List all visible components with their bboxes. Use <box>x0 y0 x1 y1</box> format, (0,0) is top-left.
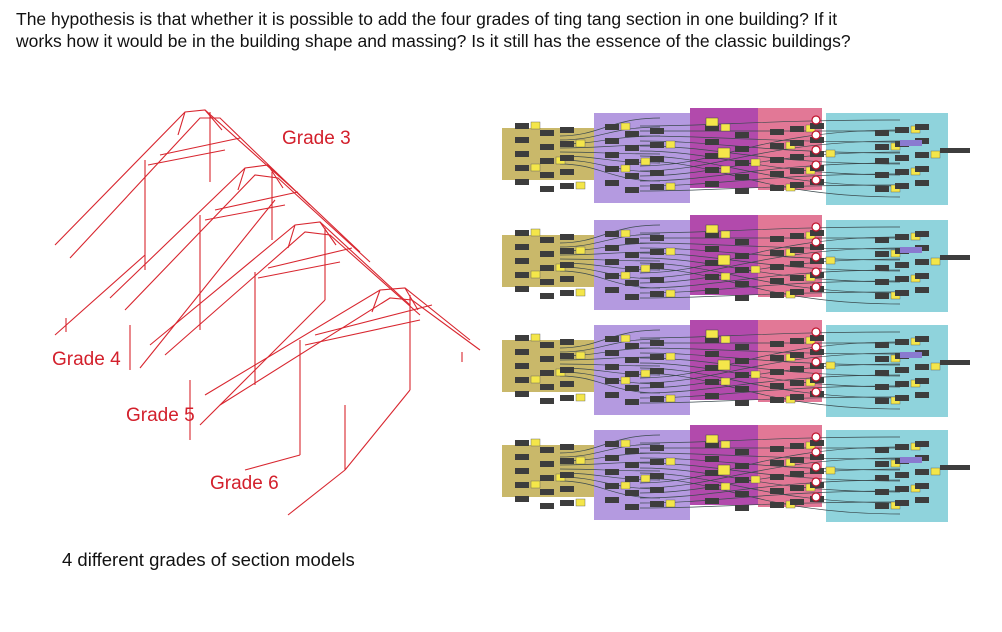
definition-panel-4 <box>502 425 970 522</box>
graph-components <box>515 432 970 511</box>
label-grade-3: Grade 3 <box>282 128 351 149</box>
hypothesis-line-2: works how it would be in the building sh… <box>16 31 851 51</box>
wireframe-grade-3 <box>54 109 311 332</box>
section-models-caption: 4 different grades of section models <box>62 549 355 570</box>
graph-components <box>515 115 970 194</box>
definition-panel-2 <box>502 215 970 312</box>
definition-panel-1 <box>502 108 970 205</box>
hypothesis-text: The hypothesis is that whether it is pos… <box>16 8 991 52</box>
definition-panel-3 <box>502 320 970 417</box>
wireframe-grade-6 <box>204 287 481 516</box>
graph-components <box>515 327 970 406</box>
hypothesis-line-1: The hypothesis is that whether it is pos… <box>16 9 838 29</box>
label-grade-5: Grade 5 <box>126 405 195 426</box>
label-grade-4: Grade 4 <box>52 349 121 370</box>
wireframe-grade-4 <box>54 164 371 370</box>
label-grade-6: Grade 6 <box>210 473 279 494</box>
graph-components <box>515 222 970 301</box>
